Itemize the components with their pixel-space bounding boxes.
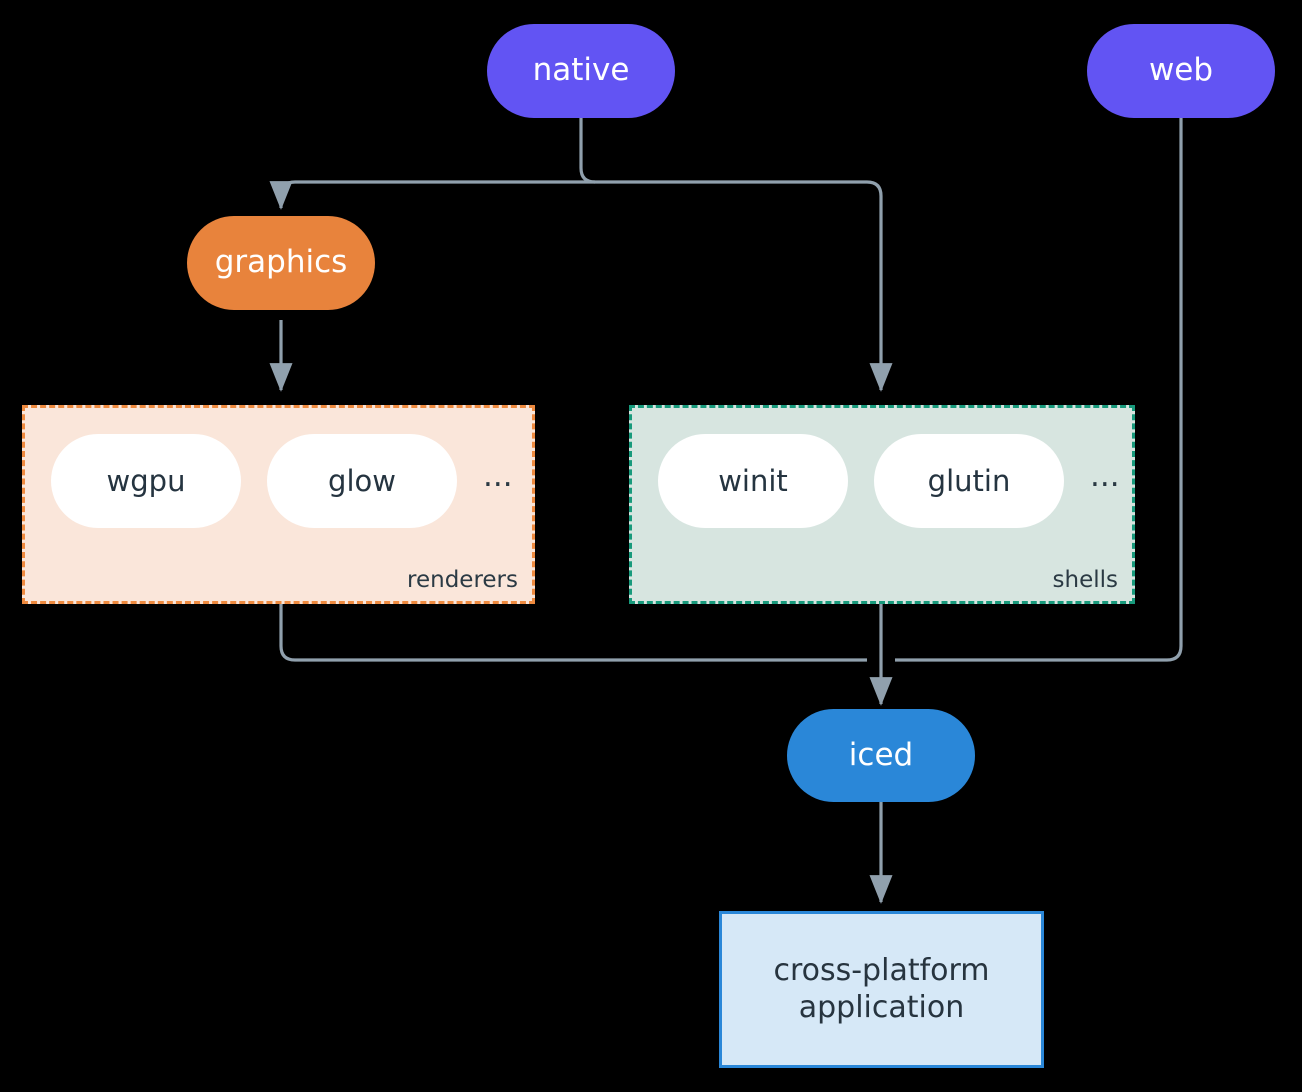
sub-node-glutin-label: glutin	[927, 464, 1011, 498]
node-native-label: native	[532, 52, 630, 89]
node-iced-label: iced	[848, 736, 914, 773]
sub-node-glutin[interactable]: glutin	[874, 434, 1064, 528]
node-application-label-line2: application	[798, 989, 965, 1025]
group-renderers-label: renderers	[407, 567, 518, 593]
sub-node-winit[interactable]: winit	[658, 434, 848, 528]
node-iced[interactable]: iced	[787, 709, 975, 802]
node-graphics[interactable]: graphics	[187, 216, 375, 310]
sub-node-wgpu[interactable]: wgpu	[51, 434, 241, 528]
edge-renderers-to-iced	[279, 604, 867, 662]
group-shells-items: winit glutin ...	[658, 434, 1120, 528]
edge-native-to-shells	[581, 180, 893, 392]
sub-node-glow-label: glow	[328, 464, 396, 498]
node-web[interactable]: web	[1087, 24, 1275, 118]
node-graphics-label: graphics	[214, 244, 348, 281]
sub-node-wgpu-label: wgpu	[106, 464, 186, 498]
node-cross-platform-application[interactable]: cross-platform application	[719, 911, 1044, 1068]
group-renderers[interactable]: wgpu glow ... renderers	[22, 405, 535, 604]
group-shells[interactable]: winit glutin ... shells	[629, 405, 1135, 604]
node-application-label-line1: cross-platform	[773, 952, 990, 988]
group-shells-overflow-ellipsis: ...	[1090, 457, 1120, 494]
node-web-label: web	[1148, 52, 1214, 89]
group-shells-label: shells	[1052, 567, 1118, 593]
edge-native-to-graphics	[269, 180, 581, 210]
group-renderers-items: wgpu glow ...	[51, 434, 513, 528]
edge-native-trunk	[579, 118, 596, 184]
group-renderers-overflow-ellipsis: ...	[483, 457, 513, 494]
node-native[interactable]: native	[487, 24, 675, 118]
sub-node-glow[interactable]: glow	[267, 434, 457, 528]
sub-node-winit-label: winit	[718, 464, 788, 498]
